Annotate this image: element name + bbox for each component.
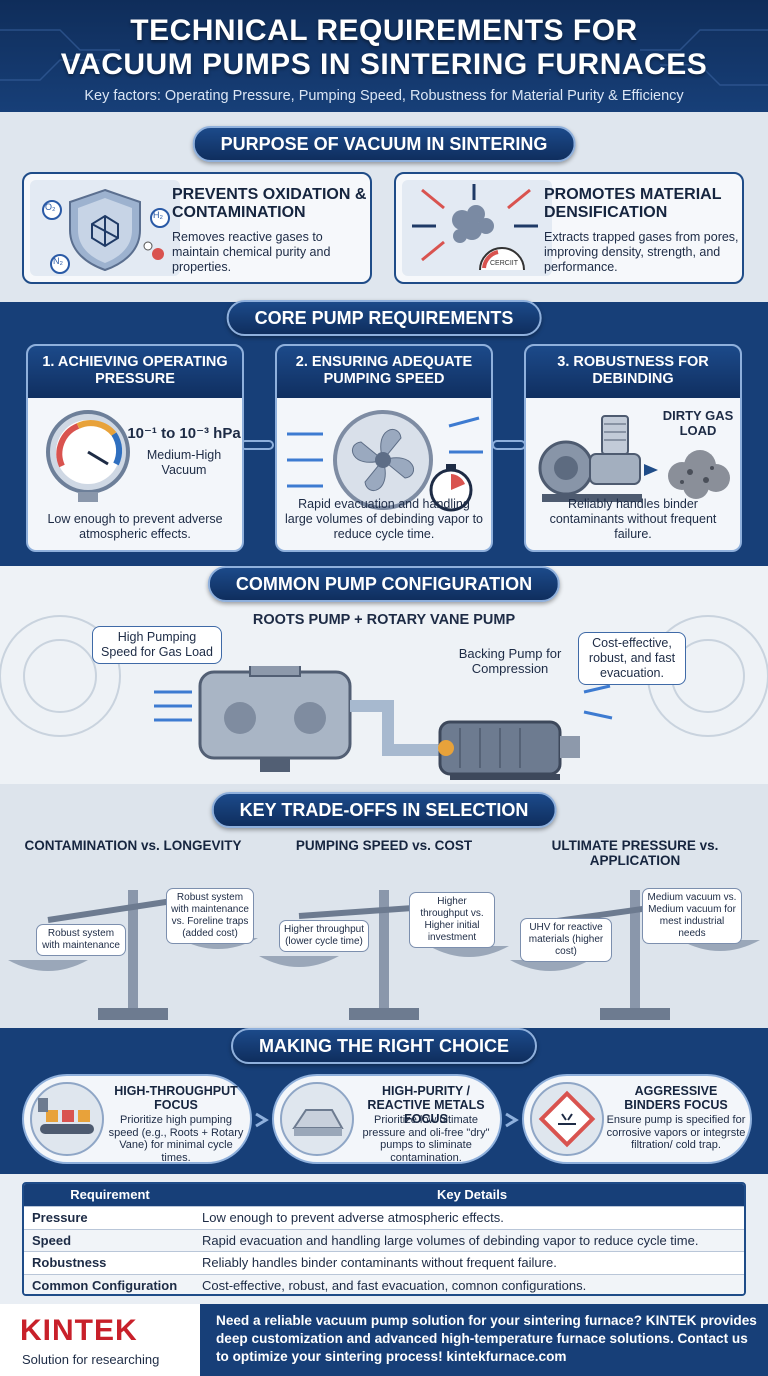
fan-stopwatch-icon — [287, 410, 483, 512]
shield-molecule-illustration: O₂ H₂ N₂ — [30, 180, 180, 276]
pump-configuration-section: COMMON PUMP CONFIGURATION ROOTS PUMP + R… — [0, 566, 768, 784]
tradeoff-right-label: Medium vacuum vs. Medium vacuum for mest… — [642, 888, 742, 944]
roots-rotary-pump-illustration — [154, 666, 613, 780]
pressure-range: 10⁻¹ to 10⁻³ hPa — [127, 425, 241, 442]
table-header: Requirement Key Details — [24, 1184, 744, 1206]
choice-card-throughput: HIGH-THROUGHPUT FOCUS Prioritize high pu… — [22, 1074, 252, 1164]
page-footer: KINTEK Solution for researching Need a r… — [0, 1304, 768, 1376]
oxygen-label: O₂ — [45, 202, 56, 212]
title-line-2: VACUUM PUMPS IN SINTERING FURNACES — [60, 48, 708, 81]
column-header: Requirement — [70, 1187, 150, 1202]
trade-banner: KEY TRADE-OFFS IN SELECTION — [211, 792, 557, 828]
circuit-pattern — [0, 29, 768, 86]
backing-pump-label: Backing Pump for Compression — [458, 646, 562, 676]
logo-tagline: Solution for researching — [22, 1352, 160, 1367]
purpose-card-text: Extracts trapped gases from pores, impro… — [544, 230, 739, 274]
core-card-title: 1. ACHIEVING OPERATING PRESSURE — [28, 346, 242, 398]
tradeoff-pressure-application: ULTIMATE PRESSURE vs. APPLICATION UHV fo… — [510, 834, 760, 1024]
table-row: Common Configuration Cost-effective, rob… — [24, 1273, 744, 1294]
core-card-title: 3. ROBUSTNESS FOR DEBINDING — [526, 346, 740, 398]
tradeoff-right-label: Higher throughput vs. Higher initial inv… — [409, 892, 495, 948]
hydrogen-label: H₂ — [153, 210, 163, 220]
core-card-title: 2. ENSURING ADEQUATE PUMPING SPEED — [277, 346, 491, 398]
tradeoff-right-label: Robust system with maintenance vs. Forel… — [166, 888, 254, 944]
table-cell: Pressure — [32, 1210, 88, 1225]
dirty-gas-label: DIRTY GAS LOAD — [662, 408, 734, 438]
logo-wordmark: KINTEK — [20, 1314, 138, 1347]
purpose-banner: PURPOSE OF VACUUM IN SINTERING — [192, 126, 576, 162]
corrosive-hazard-icon — [530, 1082, 604, 1156]
core-card-text: Rapid evacuation and handling large volu… — [284, 497, 484, 541]
pressure-range-note: Medium-High Vacuum — [146, 448, 222, 477]
choice-card-binders: AGGRESSIVE BINDERS FOCUS Ensure pump is … — [522, 1074, 752, 1164]
gauge-label: CERCIIT — [490, 260, 518, 267]
table-row: Speed Rapid evacuation and handling larg… — [24, 1228, 744, 1251]
conveyor-icon — [30, 1082, 104, 1156]
table-cell: Rapid evacuation and handling large volu… — [202, 1232, 699, 1248]
summary-table: Requirement Key Details Pressure Low eno… — [22, 1182, 746, 1296]
shield-icon — [42, 188, 170, 274]
config-banner: COMMON PUMP CONFIGURATION — [207, 566, 561, 602]
subtitle: Key factors: Operating Pressure, Pumping… — [84, 88, 684, 104]
core-card-text: Low enough to prevent adverse atmospheri… — [47, 512, 223, 541]
tradeoff-contamination: CONTAMINATION vs. LONGEVITY Robust syste… — [8, 834, 258, 1024]
core-card-text: Reliably handles binder contaminants wit… — [549, 497, 717, 541]
brand-logo: KINTEK Solution for researching — [0, 1304, 200, 1376]
chevron-right-icon — [255, 1112, 269, 1128]
card-connector — [492, 440, 526, 450]
purpose-section: PURPOSE OF VACUUM IN SINTERING O₂ H₂ N₂ … — [0, 112, 768, 302]
choice-card-title: HIGH-THROUGHPUT FOCUS — [114, 1084, 238, 1112]
table-cell: Common Configuration — [32, 1277, 178, 1293]
core-banner: CORE PUMP REQUIREMENTS — [226, 300, 542, 336]
choice-card-title: HIGH-PURITY / REACTIVE METALS FOCUS — [367, 1084, 485, 1126]
table-cell: Low enough to prevent adverse atmospheri… — [202, 1210, 504, 1225]
purpose-card-oxidation: O₂ H₂ N₂ PREVENTS OXIDATION & CONTAMINAT… — [22, 172, 372, 284]
choice-card-purity: HIGH-PURITY / REACTIVE METALS FOCUS Prio… — [272, 1074, 502, 1164]
choice-banner: MAKING THE RIGHT CHOICE — [231, 1028, 537, 1064]
core-card-pressure: 1. ACHIEVING OPERATING PRESSURE 10⁻¹ to … — [26, 344, 244, 552]
card-connector — [240, 440, 274, 450]
core-card-speed: 2. ENSURING ADEQUATE PUMPING SPEED Rapid… — [275, 344, 493, 552]
table-cell: Reliably handles binder contaminants wit… — [202, 1255, 557, 1270]
choice-card-text: Ensure pump is specified for corrosive v… — [606, 1114, 746, 1151]
core-card-robustness: 3. ROBUSTNESS FOR DEBINDING DIRTY GAS LO… — [524, 344, 742, 552]
purpose-card-title: PROMOTES MATERIAL DENSIFICATION — [544, 186, 722, 221]
nitrogen-label: N₂ — [53, 256, 63, 266]
page-header: TECHNICAL REQUIREMENTS FOR VACUUM PUMPS … — [0, 0, 768, 112]
tradeoff-left-label: UHV for reactive materials (higher cost) — [520, 918, 612, 962]
tradeoff-speed-cost: PUMPING SPEED vs. COST Higher throughput… — [259, 834, 509, 1024]
pump-filter-icon — [538, 415, 658, 502]
choice-card-text: Prioritize high pumping speed (e.g., Roo… — [108, 1114, 244, 1164]
tradeoff-title: ULTIMATE PRESSURE vs. APPLICATION — [551, 838, 719, 868]
column-header: Key Details — [436, 1187, 508, 1202]
chevron-right-icon — [505, 1112, 519, 1128]
right-choice-section: MAKING THE RIGHT CHOICE HIGH-THROUGHPUT … — [0, 1028, 768, 1174]
tradeoff-title: CONTAMINATION vs. LONGEVITY — [24, 838, 242, 853]
pressure-gauge-icon — [46, 410, 130, 502]
tradeoff-left-label: Higher throughput (lower cycle time) — [279, 920, 369, 952]
purpose-card-text: Removes reactive gases to maintain chemi… — [172, 230, 331, 274]
table-row: Pressure Low enough to prevent adverse a… — [24, 1206, 744, 1229]
table-cell: Cost-effective, robust, and fast evacuat… — [202, 1277, 587, 1293]
densification-illustration: CERCIIT — [402, 180, 552, 276]
table-row: Robustness Reliably handles binder conta… — [24, 1251, 744, 1274]
purpose-card-densification: CERCIIT PROMOTES MATERIAL DENSIFICATION … — [394, 172, 744, 284]
title-line-1: TECHNICAL REQUIREMENTS FOR — [130, 14, 638, 47]
tradeoffs-section: KEY TRADE-OFFS IN SELECTION CONTAMINATIO… — [0, 784, 768, 1028]
choice-card-text: Prioritize low ultimate pressure and oli… — [362, 1114, 490, 1164]
footer-cta-text: Need a reliable vacuum pump solution for… — [216, 1313, 757, 1364]
metal-ingot-icon — [280, 1082, 354, 1156]
choice-card-title: AGGRESSIVE BINDERS FOCUS — [624, 1084, 728, 1112]
table-cell: Speed — [32, 1232, 72, 1248]
config-title: ROOTS PUMP + ROTARY VANE PUMP — [252, 612, 516, 628]
tradeoff-title: PUMPING SPEED vs. COST — [295, 838, 473, 853]
table-cell: Robustness — [32, 1255, 107, 1270]
dirty-gas-cloud-icon — [668, 450, 730, 499]
tradeoff-left-label: Robust system with maintenance — [36, 924, 126, 956]
rotary-pump-callout: Cost-effective, robust, and fast evacuat… — [578, 632, 686, 685]
purpose-card-title: PREVENTS OXIDATION & CONTAMINATION — [172, 186, 367, 221]
core-requirements-section: CORE PUMP REQUIREMENTS 1. ACHIEVING OPER… — [0, 300, 768, 566]
compress-arrows-icon — [412, 184, 538, 271]
roots-pump-callout: High Pumping Speed for Gas Load — [92, 626, 222, 664]
